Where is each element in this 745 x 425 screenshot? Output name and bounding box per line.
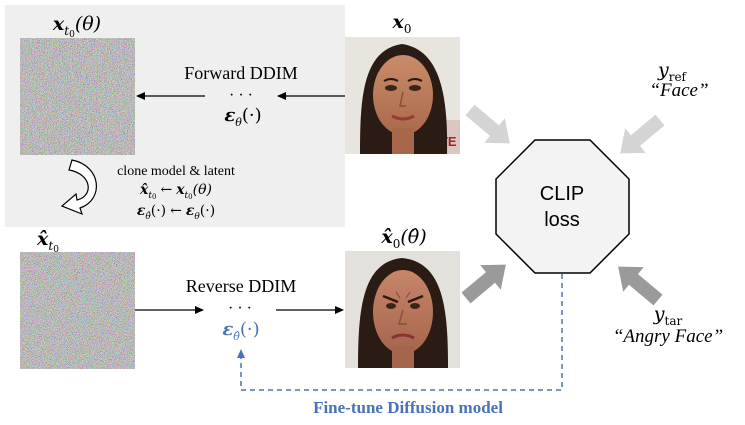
forward-ddim-title: Forward DDIM (184, 63, 297, 83)
reverse-dots: · · · (228, 300, 252, 317)
y-tar-text: “Angry Face” (613, 326, 723, 347)
y-ref-text: “Face” (649, 80, 708, 101)
reverse-model-label: εθ̂(·) (222, 319, 259, 343)
forward-dots: · · · (229, 87, 253, 104)
arrow-ytar-to-clip (618, 266, 663, 306)
clone-curved-arrow (60, 159, 97, 216)
clone-line1: x̂t0←xt0(θ) (139, 182, 212, 201)
loss-label: loss (544, 209, 580, 231)
xhat-label: x̂0(θ̂) (380, 226, 426, 251)
clone-title: clone model & latent (117, 164, 235, 179)
top-noise-image (20, 38, 135, 155)
clone-line2: εθ̂(·)←εθ(·) (137, 203, 215, 222)
arrow-x0-to-clip (465, 104, 510, 144)
bottom-noise-image (20, 252, 135, 369)
clip-label: CLIP (540, 183, 584, 205)
finetune-label: Fine-tune Diffusion model (313, 398, 503, 417)
x0-label: x0 (392, 11, 412, 36)
clip-loss-octagon (495, 139, 630, 274)
arrow-xhat-to-clip (461, 264, 506, 304)
finetune-dashed-arrow (237, 274, 563, 391)
forward-model-label: εθ(·) (224, 105, 261, 129)
face-image-x0: TTE (345, 37, 460, 154)
arrow-yref-to-clip (620, 114, 665, 154)
y-tar-label: ytar (653, 303, 683, 328)
y-ref-label: yref (657, 59, 688, 84)
reverse-ddim-title: Reverse DDIM (186, 276, 296, 296)
face-image-x0-hat (345, 251, 460, 368)
top-noise-label: xt0(θ) (52, 13, 101, 40)
bottom-noise-label: x̂t0 (36, 228, 59, 255)
